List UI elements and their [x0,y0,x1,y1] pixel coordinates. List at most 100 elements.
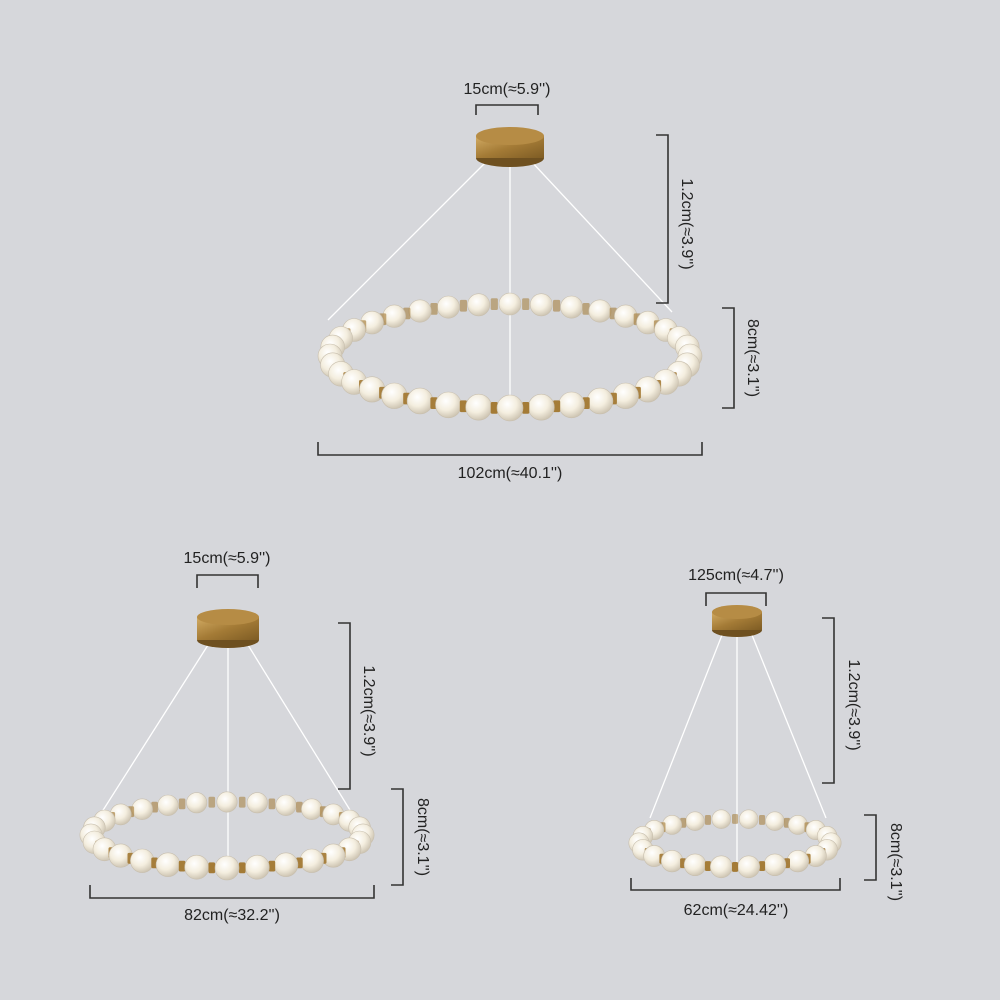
glass-bead [763,853,787,876]
canopy-width-label: 125cm(≈4.7'') [688,567,784,584]
canopy-width-bracket [475,104,539,115]
brass-spacer [238,862,246,874]
suspension-wire [649,634,723,819]
glass-bead [738,809,759,829]
glass-bead [184,854,209,880]
drop-height-bracket [338,622,351,790]
glass-bead [131,798,153,820]
glass-bead [529,293,553,317]
glass-bead [711,809,731,829]
ring-height-bracket [864,814,877,881]
suspension-wire [99,644,209,816]
glass-bead [683,853,707,876]
bead-ring [628,809,842,879]
glass-bead [586,387,614,415]
suspension-wire [751,634,827,819]
glass-bead [436,295,460,319]
ring-height-bracket [722,307,735,409]
diameter-label: 102cm(≈40.1'') [458,465,563,482]
diameter-label: 62cm(≈24.42'') [684,902,789,919]
glass-bead [737,855,761,879]
suspension-wire [529,159,673,313]
diameter-bracket [630,878,841,891]
fixture-ring-62: 125cm(≈4.7'') 1.2cm(≈3.9'') 8cm(≈3.1'') … [628,567,904,919]
brass-spacer [704,861,711,871]
canopy-width-label: 15cm(≈5.9'') [464,81,551,98]
glass-bead [465,393,493,421]
ceiling-canopy [197,609,259,648]
diameter-bracket [317,442,703,456]
brass-spacer [732,862,739,872]
glass-bead [406,387,434,415]
brass-spacer [759,815,766,825]
drop-height-label: 1.2cm(≈3.9'') [678,178,695,269]
drop-height-bracket [822,617,835,784]
glass-bead [275,794,297,816]
glass-bead [527,393,555,421]
canopy-width-bracket [196,574,259,588]
brass-spacer [490,298,498,310]
canopy-width-label: 15cm(≈5.9'') [184,550,271,567]
glass-bead [614,304,638,328]
glass-bead [301,798,323,820]
brass-spacer [553,400,561,413]
glass-bead [299,848,324,873]
brass-spacer [238,796,246,808]
brass-spacer [178,860,186,872]
drop-height-label: 1.2cm(≈3.9'') [360,665,377,756]
glass-bead [155,852,181,877]
brass-spacer [704,815,711,825]
ring-height-label: 8cm(≈3.1'') [744,319,761,397]
glass-bead [588,299,612,323]
brass-spacer [490,402,498,414]
glass-bead [157,794,179,816]
diameter-label: 82cm(≈32.2'') [184,907,280,924]
suspension-wire [327,159,489,321]
glass-bead [786,849,810,873]
fixture-ring-102: 15cm(≈5.9'') 1.2cm(≈3.9'') 8cm(≈3.1'') 1… [317,81,761,482]
drop-height-bracket [656,134,669,304]
ring-height-label: 8cm(≈3.1'') [887,823,904,901]
brass-spacer [151,801,158,813]
glass-bead [214,855,240,881]
glass-bead [685,811,705,831]
drop-height-label: 1.2cm(≈3.9'') [845,659,862,750]
brass-spacer [268,860,276,872]
glass-bead [244,854,270,880]
ceiling-canopy [476,127,544,167]
ring-height-bracket [391,788,404,886]
glass-bead [709,855,733,879]
glass-bead [660,849,684,873]
brass-spacer [582,303,590,315]
bead-ring [79,791,375,881]
glass-bead [558,391,585,419]
glass-bead [216,791,238,813]
glass-bead [273,852,299,877]
brass-spacer [208,862,216,874]
brass-spacer [553,299,561,312]
canopy-width-bracket [705,592,767,606]
brass-spacer [296,801,303,813]
glass-bead [560,295,584,319]
brass-spacer [732,814,739,824]
brass-spacer [430,303,438,315]
suspension-wire [247,644,351,811]
glass-bead [408,299,432,323]
glass-bead [186,792,208,814]
brass-spacer [522,298,530,310]
brass-spacer [459,299,467,312]
brass-spacer [759,861,766,871]
brass-spacer [178,798,186,810]
ceiling-canopy [712,605,762,637]
diameter-bracket [89,885,375,899]
glass-bead [498,292,522,316]
bead-ring [317,292,703,422]
brass-spacer [268,798,276,810]
brass-spacer [208,796,216,808]
brass-spacer [522,402,530,414]
glass-bead [467,293,491,317]
fixture-ring-82: 15cm(≈5.9'') 1.2cm(≈3.9'') 8cm(≈3.1'') 8… [79,550,431,924]
glass-bead [765,811,785,831]
glass-bead [435,391,462,419]
